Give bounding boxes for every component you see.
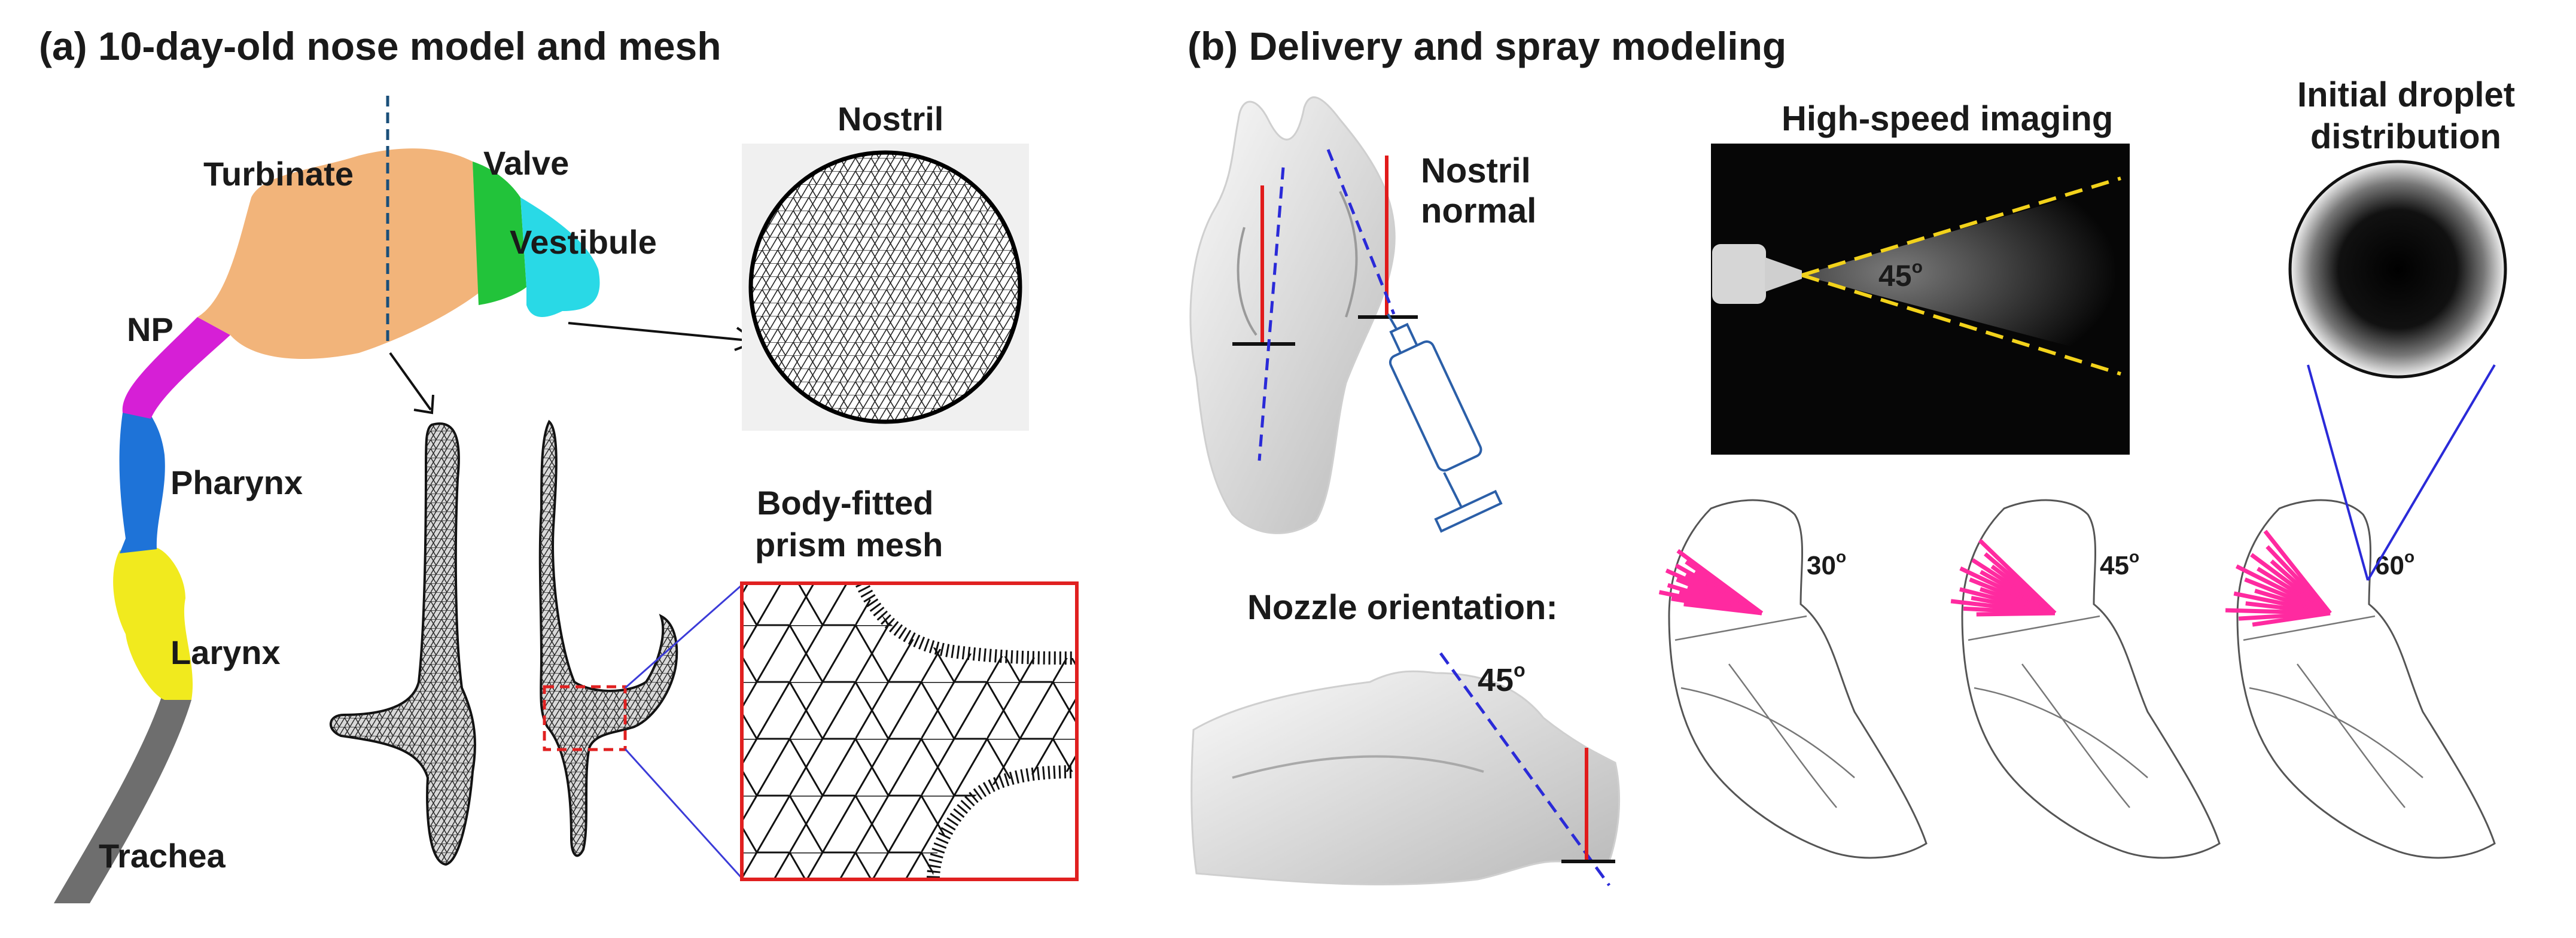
prism-mesh-zoom <box>740 581 1079 881</box>
larynx-segment <box>113 547 193 700</box>
airway-outline <box>1668 499 1928 859</box>
arrow-to-cross-section <box>389 352 434 415</box>
turbinate-segment <box>197 148 479 359</box>
spray-cone-panel: 45o <box>1950 499 2221 859</box>
cone-angle-label: 60o <box>2375 547 2414 580</box>
label-initial-droplet-2: distribution <box>2310 117 2501 156</box>
airway-inner-lines <box>2243 615 2423 808</box>
label-nostril-normal-1: Nostril <box>1421 151 1531 190</box>
nostril-normal-left <box>1232 167 1295 461</box>
cone-angle-number: 45 <box>2100 551 2129 580</box>
zoom-region-box <box>543 685 627 751</box>
droplet-distribution <box>2288 160 2507 379</box>
panel-a-title: (a) 10-day-old nose model and mesh <box>39 24 721 68</box>
label-prism-line2: prism mesh <box>755 526 943 564</box>
cone-angle-number: 30 <box>1807 551 1836 580</box>
spray-angle-number: 45 <box>1878 259 1912 293</box>
spray-cone-panel: 60o <box>2225 499 2496 859</box>
vestibule-segment <box>520 197 600 317</box>
label-larynx: Larynx <box>170 634 281 671</box>
panel-a: (a) 10-day-old nose model and mesh Turbi… <box>39 24 1079 903</box>
arrow-to-nostril <box>568 322 760 351</box>
panel-b-title: (b) Delivery and spray modeling <box>1187 24 1786 68</box>
high-speed-image <box>1711 144 2130 455</box>
spray-cone <box>1950 538 2057 617</box>
nozzle-axis <box>1439 652 1611 887</box>
spray-ray <box>1676 549 1764 615</box>
cone-angle-number: 60 <box>2375 551 2404 580</box>
cone-angle-unit: o <box>2404 547 2414 566</box>
np-segment <box>122 317 230 419</box>
label-trachea: Trachea <box>99 837 226 875</box>
nasal-airway-model <box>54 96 600 903</box>
label-turbinate: Turbinate <box>203 155 354 193</box>
cone-angle-label: 45o <box>2100 547 2139 580</box>
airway-outline <box>2236 499 2496 859</box>
label-prism-line1: Body-fitted <box>757 484 934 522</box>
airway-inner-lines <box>1968 615 2148 808</box>
spray-cone <box>2225 529 2332 627</box>
label-initial-droplet-1: Initial droplet <box>2297 75 2515 114</box>
droplet-connectors <box>2307 364 2496 581</box>
trachea-segment <box>54 688 191 903</box>
airway-inner-lines <box>1674 615 1855 808</box>
zoom-connectors <box>624 584 743 879</box>
cone-angle-unit: o <box>2129 547 2139 566</box>
nozzle-angle-unit: o <box>1514 659 1525 681</box>
label-pharynx: Pharynx <box>170 464 303 501</box>
spray-ray <box>2263 529 2332 615</box>
nozzle-angle-number: 45 <box>1478 662 1514 698</box>
spray-cone <box>1658 549 1764 616</box>
valve-segment <box>473 162 526 305</box>
cross-section-mesh-2 <box>538 419 678 857</box>
spray-cone-panel: 30o <box>1658 499 1928 859</box>
label-nozzle-orientation: Nozzle orientation: <box>1247 588 1558 627</box>
label-vestibule: Vestibule <box>510 223 657 261</box>
nozzle-angle-value: 45o <box>1478 659 1525 698</box>
nose-front-view <box>1189 96 1396 534</box>
cone-angle-unit: o <box>1836 547 1846 566</box>
pharynx-segment <box>119 413 165 553</box>
label-valve: Valve <box>483 144 569 182</box>
spray-ray <box>1978 538 2057 615</box>
label-high-speed-imaging: High-speed imaging <box>1782 99 2113 138</box>
nostril-mesh <box>742 144 1029 431</box>
airway-outline <box>1961 499 2221 859</box>
nostril-normal-right <box>1326 149 1418 319</box>
cross-section-mesh-1 <box>329 422 476 866</box>
syringe-icon <box>1387 313 1503 533</box>
nose-side-view <box>1190 670 1621 886</box>
label-nostril-normal-2: normal <box>1421 191 1536 230</box>
label-nostril: Nostril <box>838 100 943 138</box>
spray-angle-value: 45o <box>1878 257 1923 293</box>
cone-angle-label: 30o <box>1807 547 1846 580</box>
spray-angle-unit: o <box>1912 257 1923 277</box>
panel-b: (b) Delivery and spray modeling Nostril … <box>1187 24 2515 887</box>
label-np: NP <box>127 310 173 348</box>
